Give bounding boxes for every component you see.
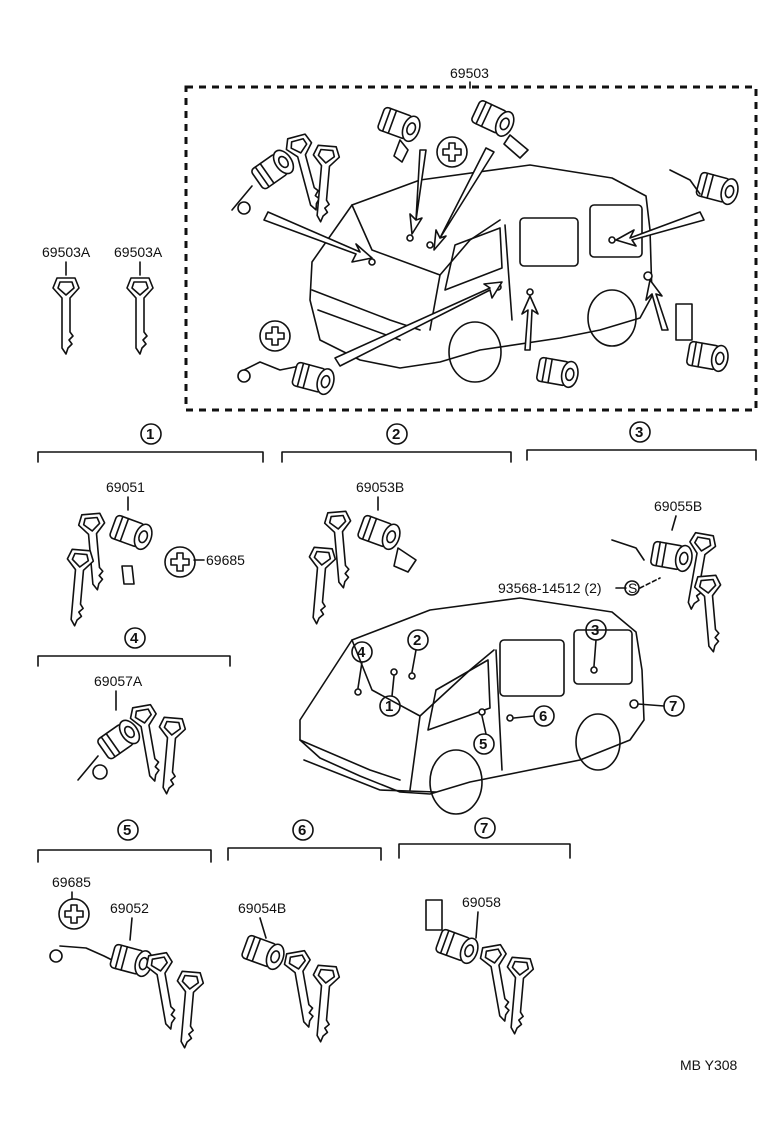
svg-text:2: 2 — [413, 632, 421, 649]
group-6: 6 69054B — [227, 819, 382, 1044]
svg-text:3: 3 — [635, 424, 643, 441]
group-5-part-1: 69685 — [52, 874, 91, 890]
kit-door-lock-icon — [469, 97, 519, 140]
van-callout-3: 3 — [585, 619, 607, 641]
svg-text:2: 2 — [392, 426, 400, 443]
group-4-part-1: 69057A — [94, 673, 143, 689]
van-callout-2: 2 — [407, 629, 429, 651]
van-illustration-bottom — [299, 597, 665, 815]
group-3-part-1: 69055B — [654, 498, 702, 514]
kit-ignition-lock — [231, 132, 341, 224]
svg-text:7: 7 — [669, 698, 677, 715]
kit-box — [184, 85, 758, 412]
key-right-label: 69503A — [114, 244, 163, 260]
svg-text:4: 4 — [357, 644, 366, 661]
van-callout-5: 5 — [473, 733, 495, 755]
van-callout-4: 4 — [351, 641, 373, 663]
group-2-part-1: 69053B — [356, 479, 404, 495]
group-1-part-2: 69685 — [206, 552, 245, 568]
svg-text:6: 6 — [298, 822, 306, 839]
svg-text:5: 5 — [479, 736, 487, 753]
kit-rear-lock-icon — [694, 169, 742, 208]
van-callout-7: 7 — [663, 695, 685, 717]
group-7: 7 69058 — [398, 817, 571, 1036]
group-2: 2 69053B — [281, 423, 512, 626]
van-callout-6: 6 — [533, 705, 555, 727]
group-3: 3 69055B 93568-14512 (2) S — [498, 421, 757, 654]
kit-clip-icon — [259, 320, 291, 352]
svg-text:1: 1 — [146, 426, 154, 443]
kit-clip-icon — [436, 136, 468, 168]
kit-door-lock-icon — [375, 104, 424, 145]
svg-text:1: 1 — [385, 698, 393, 715]
key-left-label: 69503A — [42, 244, 91, 260]
group-4: 4 69057A — [37, 627, 231, 796]
svg-text:5: 5 — [123, 822, 131, 839]
screw-symbol: S — [628, 580, 637, 596]
group-1-part-1: 69051 — [106, 479, 145, 495]
kit-fuel-lock-icon — [685, 339, 731, 374]
diagram-code: MB Y308 — [680, 1057, 738, 1073]
kit-slide-lock-icon — [535, 355, 581, 390]
van-illustration-top — [263, 147, 705, 383]
group-1: 1 69051 69685 — [37, 423, 264, 628]
group-7-part-1: 69058 — [462, 894, 501, 910]
svg-text:4: 4 — [130, 630, 139, 647]
group-5: 5 69685 69052 — [37, 819, 212, 1050]
group-6-part-1: 69054B — [238, 900, 286, 916]
group-5-part-2: 69052 — [110, 900, 149, 916]
key-icon — [126, 277, 154, 355]
van-callout-1: 1 — [379, 695, 401, 717]
key-icon — [52, 277, 80, 355]
kit-part-label: 69503 — [450, 65, 489, 81]
svg-text:3: 3 — [591, 622, 599, 639]
svg-text:6: 6 — [539, 708, 547, 725]
kit-slide-lock-icon — [290, 359, 338, 398]
svg-text:7: 7 — [480, 820, 488, 837]
group-3-part-2: 93568-14512 (2) — [498, 580, 602, 596]
